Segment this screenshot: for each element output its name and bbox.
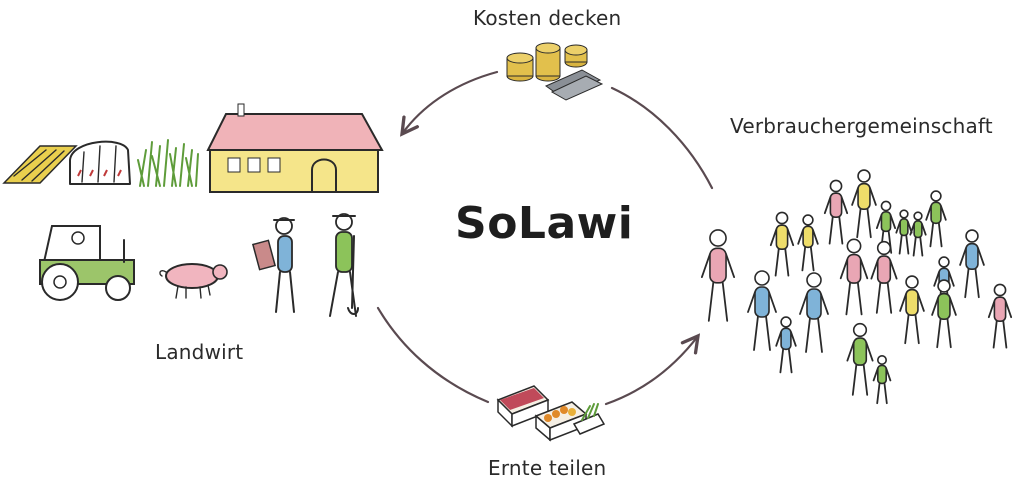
person-figure bbox=[701, 229, 735, 322]
person-figure bbox=[895, 209, 913, 255]
field-illustration bbox=[2, 145, 78, 184]
person-figure bbox=[775, 316, 797, 374]
arrow-bottom-left bbox=[376, 306, 490, 404]
person-figure bbox=[846, 322, 874, 396]
farmhouse-illustration bbox=[206, 103, 384, 193]
vegetable-crates-icon bbox=[496, 385, 606, 442]
person-figure bbox=[909, 211, 927, 257]
label-landwirt: Landwirt bbox=[155, 340, 244, 364]
grass-illustration bbox=[137, 139, 199, 187]
person-figure bbox=[925, 190, 947, 248]
arrow-top-left bbox=[402, 70, 499, 134]
person-figure bbox=[747, 270, 777, 351]
person-figure bbox=[769, 211, 795, 277]
person-figure bbox=[872, 354, 892, 405]
arrow-top-right bbox=[610, 86, 714, 190]
greenhouse-illustration bbox=[69, 140, 131, 185]
arrow-bottom-right bbox=[604, 336, 698, 406]
pig-illustration bbox=[159, 263, 228, 299]
person-figure bbox=[899, 275, 925, 345]
community-people-illustration bbox=[701, 169, 1013, 405]
farm-illustration bbox=[2, 103, 384, 317]
person-figure bbox=[823, 179, 849, 245]
person-figure bbox=[839, 238, 869, 316]
coins-icon bbox=[506, 42, 604, 101]
label-ernte-teilen: Ernte teilen bbox=[488, 456, 607, 480]
person-figure bbox=[931, 279, 957, 349]
farmer-illustration-2 bbox=[329, 213, 359, 317]
label-kosten-decken: Kosten decken bbox=[473, 6, 622, 30]
person-figure bbox=[870, 240, 898, 314]
person-figure bbox=[797, 214, 819, 272]
tractor-illustration bbox=[39, 225, 135, 301]
person-figure bbox=[799, 272, 829, 353]
person-figure bbox=[959, 229, 985, 299]
person-figure bbox=[987, 283, 1013, 349]
cycle-arrows bbox=[376, 70, 714, 406]
farmer-illustration-1 bbox=[251, 217, 295, 313]
person-figure bbox=[851, 169, 877, 239]
label-verbrauchergemeinschaft: Verbrauchergemeinschaft bbox=[730, 114, 993, 138]
diagram-title: SoLawi bbox=[455, 198, 634, 249]
